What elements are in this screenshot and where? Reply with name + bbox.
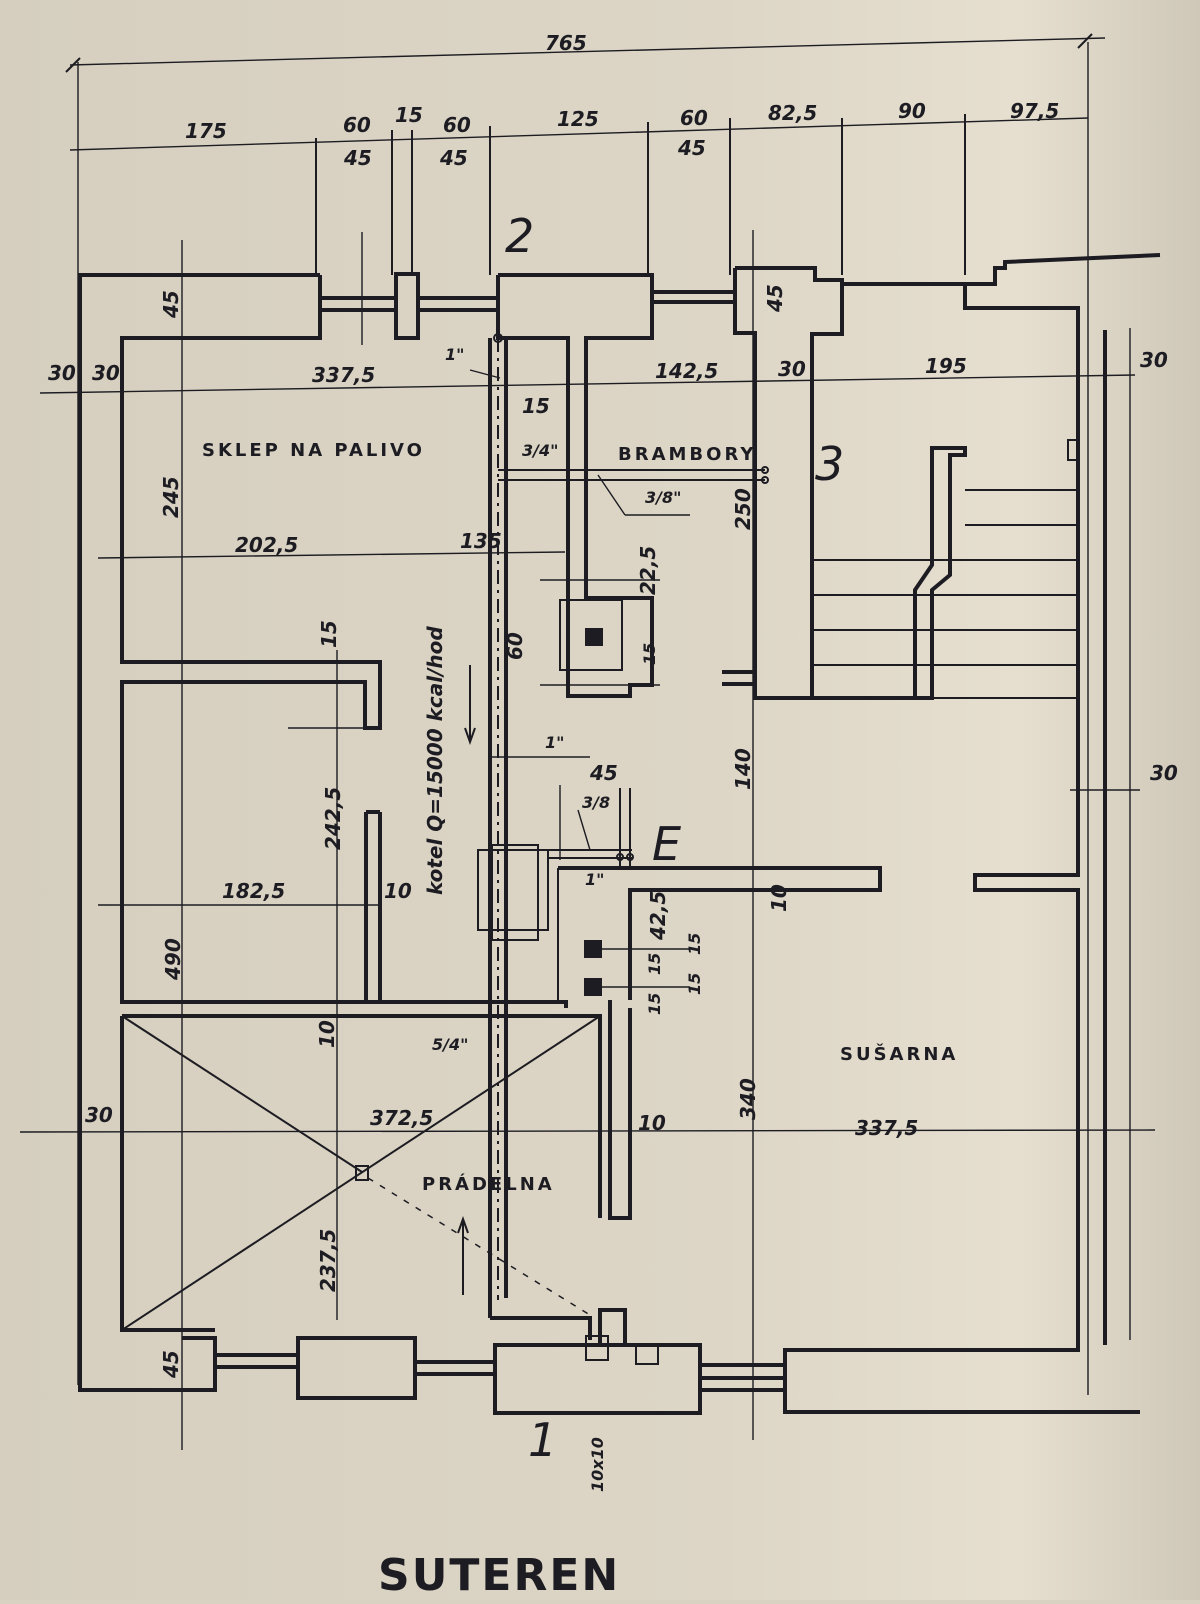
dim-3-8a: 3/8"	[645, 488, 681, 507]
dim-3725: 372,5	[370, 1106, 433, 1130]
dim-15a: 15	[522, 394, 550, 418]
dim-45d: 45	[159, 1350, 183, 1379]
room-label-pradelna: PRÁDELNA	[422, 1173, 555, 1195]
dim-top-4: 60	[443, 113, 471, 137]
dim-45a: 45	[159, 290, 183, 319]
dim-3-8b: 3/8	[582, 793, 610, 812]
note-10x10: 10x10	[588, 1437, 607, 1492]
marker-3: 3	[815, 437, 844, 491]
boiler-label: kotel Q=15000 kcal/hod	[423, 626, 447, 895]
dim-245: 245	[159, 476, 183, 518]
section-markers: 2 3 E 1 10x10	[505, 209, 844, 1492]
dim-30b: 30	[92, 361, 120, 385]
dim-340: 340	[736, 1078, 760, 1120]
dim-top-lower-1: 45	[343, 146, 372, 170]
dim-top-2: 60	[343, 113, 371, 137]
dim-225: 22,5	[636, 546, 660, 595]
drawing-title: SUTEREN	[378, 1550, 620, 1600]
dim-250: 250	[731, 488, 755, 530]
dim-15c: 15	[640, 643, 659, 665]
room-label-brambory: BRAMBORY	[618, 444, 756, 465]
dim-top-3: 15	[395, 103, 423, 127]
marker-E: E	[652, 817, 681, 871]
dim-5-4: 5/4"	[432, 1035, 468, 1054]
dim-2425: 242,5	[321, 787, 345, 850]
dim-10d: 10	[638, 1111, 666, 1135]
walls	[78, 253, 1161, 1415]
dim-45b: 45	[763, 284, 787, 313]
dim-490: 490	[161, 938, 185, 981]
dim-top-9: 97,5	[1010, 99, 1059, 123]
dim-15f: 15	[685, 973, 704, 995]
dim-10a: 10	[384, 879, 412, 903]
dim-45c: 45	[589, 761, 618, 785]
dim-1825: 182,5	[222, 879, 285, 903]
dim-30d: 30	[85, 1103, 113, 1127]
dim-140: 140	[731, 748, 755, 790]
dim-top-8: 90	[898, 99, 926, 123]
marker-2: 2	[505, 209, 534, 263]
dim-overall: 765	[545, 31, 587, 55]
dim-425: 42,5	[646, 891, 670, 941]
room-label-susarna: SUŠARNA	[840, 1043, 958, 1065]
dim-top-5: 125	[557, 107, 599, 131]
dim-30c: 30	[778, 357, 806, 381]
dim-30e: 30	[1150, 761, 1178, 785]
dim-30r: 30	[1140, 348, 1168, 372]
room-labels: SKLEP NA PALIVO BRAMBORY SUŠARNA PRÁDELN…	[202, 440, 958, 1195]
dim-60: 60	[503, 632, 527, 660]
marker-1: 1	[528, 1413, 557, 1467]
dim-3375b: 337,5	[855, 1116, 918, 1140]
dim-2375: 237,5	[316, 1229, 340, 1292]
dim-1in2: 1"	[545, 733, 564, 752]
dim-10c: 10	[315, 1020, 339, 1048]
dim-3375a: 337,5	[312, 363, 375, 387]
dim-top-7: 82,5	[768, 101, 817, 125]
dim-15b: 15	[317, 620, 341, 648]
dim-1425: 142,5	[655, 359, 718, 383]
dim-1in3: 1"	[585, 870, 604, 889]
dim-3-4: 3/4"	[522, 441, 558, 460]
dim-top-lower-3: 45	[677, 136, 706, 160]
dim-135: 135	[460, 529, 502, 553]
dim-195: 195	[925, 354, 967, 378]
dim-30a: 30	[48, 361, 76, 385]
dim-1in: 1"	[445, 345, 464, 364]
dim-top-lower-2: 45	[439, 146, 468, 170]
piping	[121, 333, 769, 1365]
dim-15e: 15	[685, 933, 704, 955]
dim-10b: 10	[767, 884, 791, 912]
dim-top-1: 175	[185, 119, 227, 143]
staircase-treads	[812, 489, 1078, 699]
dim-15g: 15	[645, 993, 664, 1015]
dim-15d: 15	[645, 953, 664, 975]
dim-top-6: 60	[680, 106, 708, 130]
room-label-sklep: SKLEP NA PALIVO	[202, 440, 425, 461]
dimension-labels: 765 175 60 15 60 125 60 82,5 90 97,5 45 …	[48, 31, 1178, 1379]
dim-2025: 202,5	[235, 533, 298, 557]
